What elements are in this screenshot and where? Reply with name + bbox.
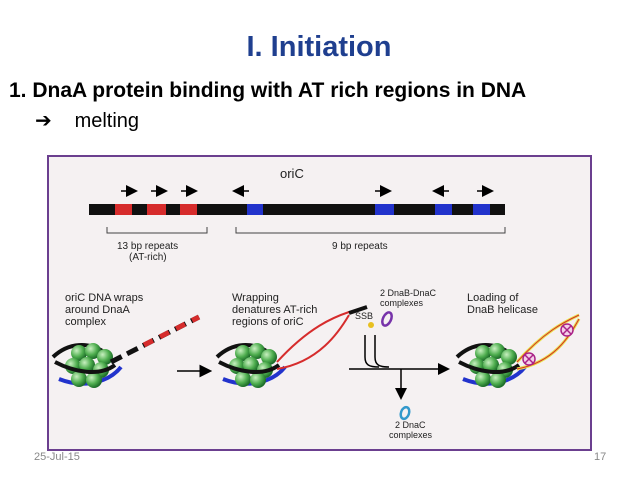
step3-label-2: DnaB helicase <box>467 304 538 316</box>
ssb-label: SSB <box>355 311 373 321</box>
sub-bullet-text: melting <box>74 110 140 132</box>
replication-initiation-diagram: oriC 13 bp repeats (AT-ri <box>51 166 581 440</box>
sub-bullet: ➔ melting <box>35 109 139 133</box>
dnac-label-2: complexes <box>389 430 433 440</box>
dnaa-balls-2 <box>229 343 277 388</box>
oric-label: oriC <box>280 166 304 181</box>
dnaa-complex-1 <box>51 314 201 388</box>
oric-dna-bar <box>89 204 505 215</box>
right-arrow-icon: ➔ <box>35 110 52 132</box>
step3-label-1: Loading of <box>467 292 519 304</box>
dnab-dnac-complex-icon <box>381 311 393 327</box>
dnab-label-2: complexes <box>380 298 424 308</box>
dnaa-complex-3 <box>455 313 581 388</box>
repeats9-label: 9 bp repeats <box>332 241 388 252</box>
diagram-panel: oriC 13 bp repeats (AT-ri <box>47 155 592 451</box>
dnab-label-1: 2 DnaB-DnaC <box>380 288 437 298</box>
dnac-label-1: 2 DnaC <box>395 420 426 430</box>
repeats13-label-2: (AT-rich) <box>129 252 167 263</box>
ssb-dot <box>368 322 374 328</box>
slide-title: I. Initiation <box>246 31 392 63</box>
dnac-complex-icon <box>399 405 411 421</box>
step1-label-1: oriC DNA wraps <box>65 292 144 304</box>
dnaa-balls-1 <box>65 343 113 388</box>
step1-label-2: around DnaA <box>65 304 130 316</box>
slide-page-number: 17 <box>594 451 607 463</box>
repeat-brackets <box>106 227 506 234</box>
bullet-text: 1. DnaA protein binding with AT rich reg… <box>9 79 527 102</box>
dnab-helicase-icon <box>522 323 574 366</box>
step2-label-2: denatures AT-rich <box>232 304 317 316</box>
slide-date: 25-Jul-15 <box>34 451 80 463</box>
step1-label-3: complex <box>65 316 106 328</box>
step2-label-3: regions of oriC <box>232 316 304 328</box>
repeats13-label-1: 13 bp repeats <box>117 241 178 252</box>
step2-label-1: Wrapping <box>232 292 279 304</box>
dnaa-balls-3 <box>469 343 517 388</box>
branch-arrow <box>349 335 450 400</box>
dnaa-complex-2 <box>215 305 368 388</box>
